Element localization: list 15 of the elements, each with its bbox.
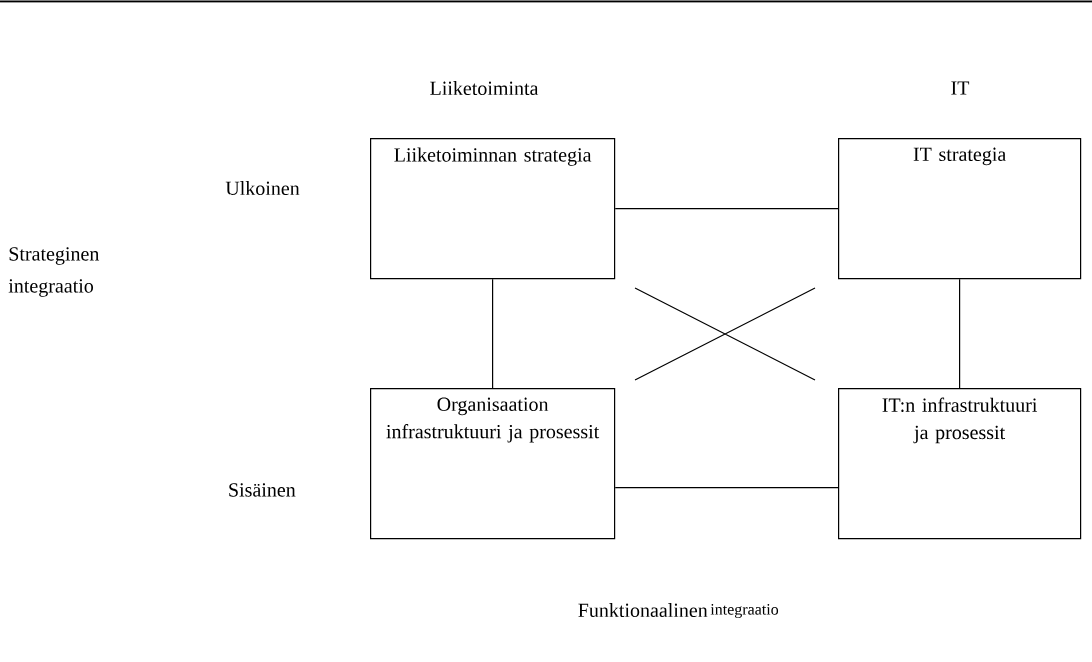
connector-line: [959, 278, 961, 389]
axis-label: Strateginen integraatio: [8, 247, 100, 297]
axis-label: Sisäinen: [229, 483, 296, 497]
text-box: IT strategia: [838, 138, 1082, 280]
connector-line: [614, 487, 839, 489]
connector-line: [492, 278, 494, 389]
axis-label: IT: [951, 81, 970, 95]
axis-label: Liiketoiminta: [430, 81, 539, 96]
text-box: Organisaation infrastruktuuri ja prosessit: [370, 388, 616, 540]
connector-line: [614, 208, 839, 210]
text-box: IT:n infrastruktuuri ja prosessit: [838, 388, 1082, 540]
axis-label: Funktionaalinen: [578, 603, 708, 618]
axis-label: Ulkoinen: [225, 181, 300, 196]
text-box: Liiketoiminnan strategia: [370, 138, 616, 280]
axis-label: integraatio: [710, 604, 779, 619]
